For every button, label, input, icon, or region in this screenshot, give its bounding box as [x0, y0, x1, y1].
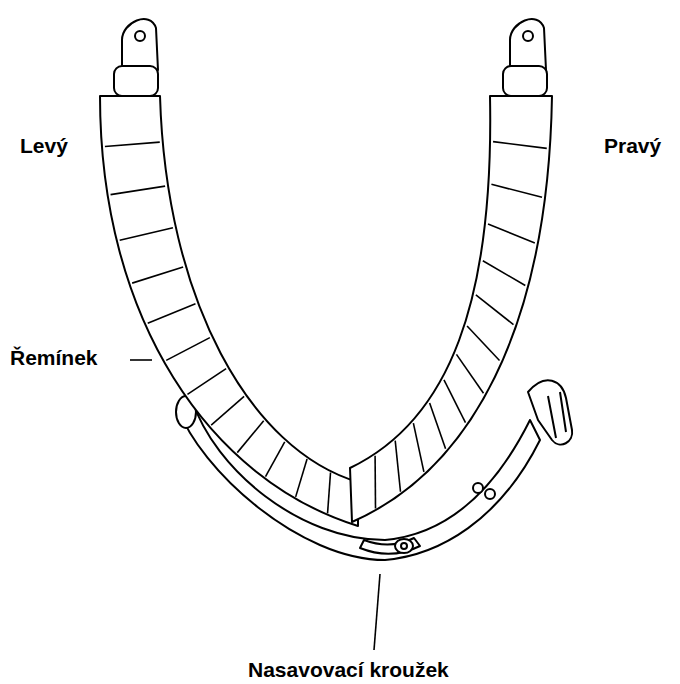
strap-segment-line [476, 295, 514, 325]
leader-line [374, 574, 380, 650]
strap-segment-line [491, 184, 542, 197]
strap-segment-line [187, 369, 226, 395]
top-clip-left [122, 19, 158, 70]
strap-segment-line [237, 421, 263, 453]
clip-hole [523, 31, 533, 41]
leader-line [130, 359, 152, 361]
strap-segment-line [456, 354, 483, 393]
clip-roller [114, 66, 158, 96]
strap-segment-line [328, 473, 331, 514]
strap-segment-line [395, 441, 400, 492]
suction-ring-hole [401, 543, 407, 549]
strap-segment-line [430, 403, 446, 449]
strap-segment-line [166, 338, 210, 361]
strap-segment-line [483, 261, 525, 286]
side-clip [528, 380, 572, 444]
strap-segment-line [374, 456, 376, 509]
side-clip-loop [548, 392, 566, 438]
strap-segment-line [488, 224, 535, 243]
suction-ring [395, 539, 413, 553]
clip-roller [503, 66, 547, 96]
strap-segment-line [413, 423, 424, 472]
part-name: Řemínek [10, 346, 98, 369]
strap-segment-line [265, 442, 284, 477]
strap-segment-line [132, 267, 183, 283]
strap-segment-line [105, 142, 160, 146]
strap-segment-line [148, 304, 196, 323]
strap-right [350, 96, 552, 522]
strap-segment-line [120, 228, 173, 240]
frame-rivet [485, 489, 495, 499]
top-clip-right [510, 19, 546, 70]
frame-rivet [473, 483, 483, 493]
strap-left [100, 96, 358, 526]
strap-segment-line [111, 186, 166, 195]
strap-segment-line [467, 326, 499, 361]
strap-segment-line [444, 380, 465, 423]
suction-ring-body [360, 538, 420, 554]
part-name: Nasavovací kroužek [248, 658, 449, 681]
strap-segment-line [493, 142, 547, 149]
clip-hole [135, 31, 145, 41]
side-label: Pravý [604, 134, 661, 157]
strap-segment-line [211, 396, 244, 425]
side-label: Levý [20, 134, 68, 157]
strap-segment-line [296, 459, 307, 497]
